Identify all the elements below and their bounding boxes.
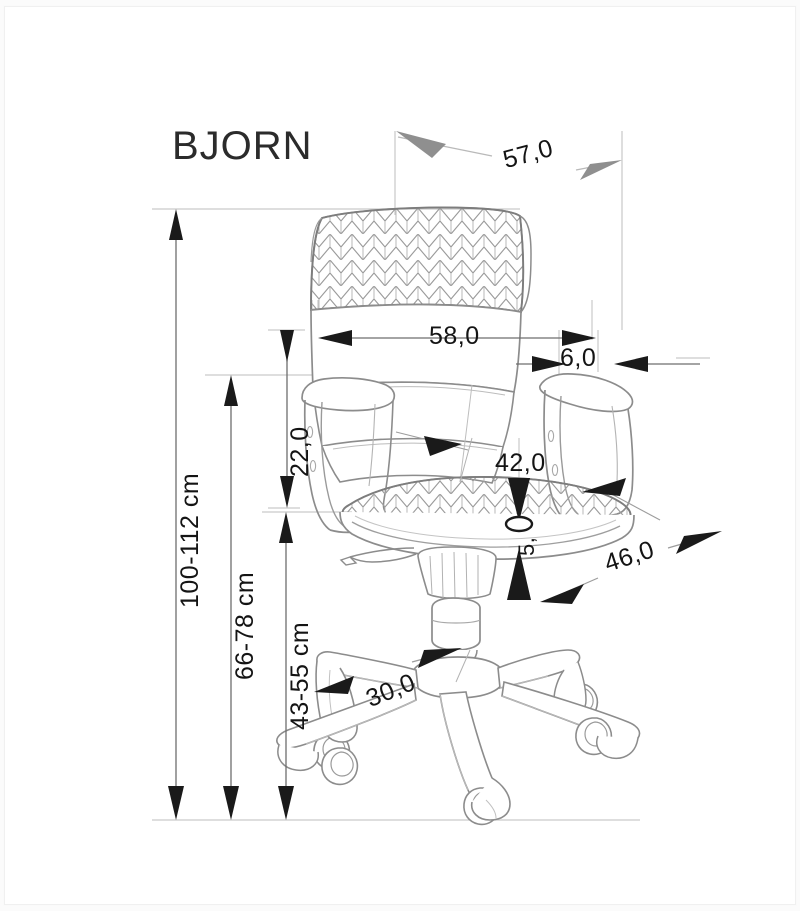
dimension-lines <box>168 131 722 820</box>
dimension-seat-thickness: 5, <box>514 536 539 556</box>
dimension-seat-depth: 42,0 <box>495 449 546 477</box>
dimension-seat-height: 43-55 cm <box>286 621 314 730</box>
page-title: BJORN <box>172 124 313 168</box>
dimension-back-top-height: 66-78 cm <box>231 571 259 680</box>
dimension-total-height: 100-112 cm <box>176 472 204 608</box>
backrest <box>310 206 532 484</box>
dimension-backrest-width: 58,0 <box>429 322 480 350</box>
dimension-armrest-width: 6,0 <box>560 344 597 372</box>
dimension-backrest-height: 22,0 <box>286 426 314 477</box>
five-star-base <box>276 649 641 826</box>
gas-cylinder <box>339 546 497 665</box>
seat <box>339 475 635 560</box>
